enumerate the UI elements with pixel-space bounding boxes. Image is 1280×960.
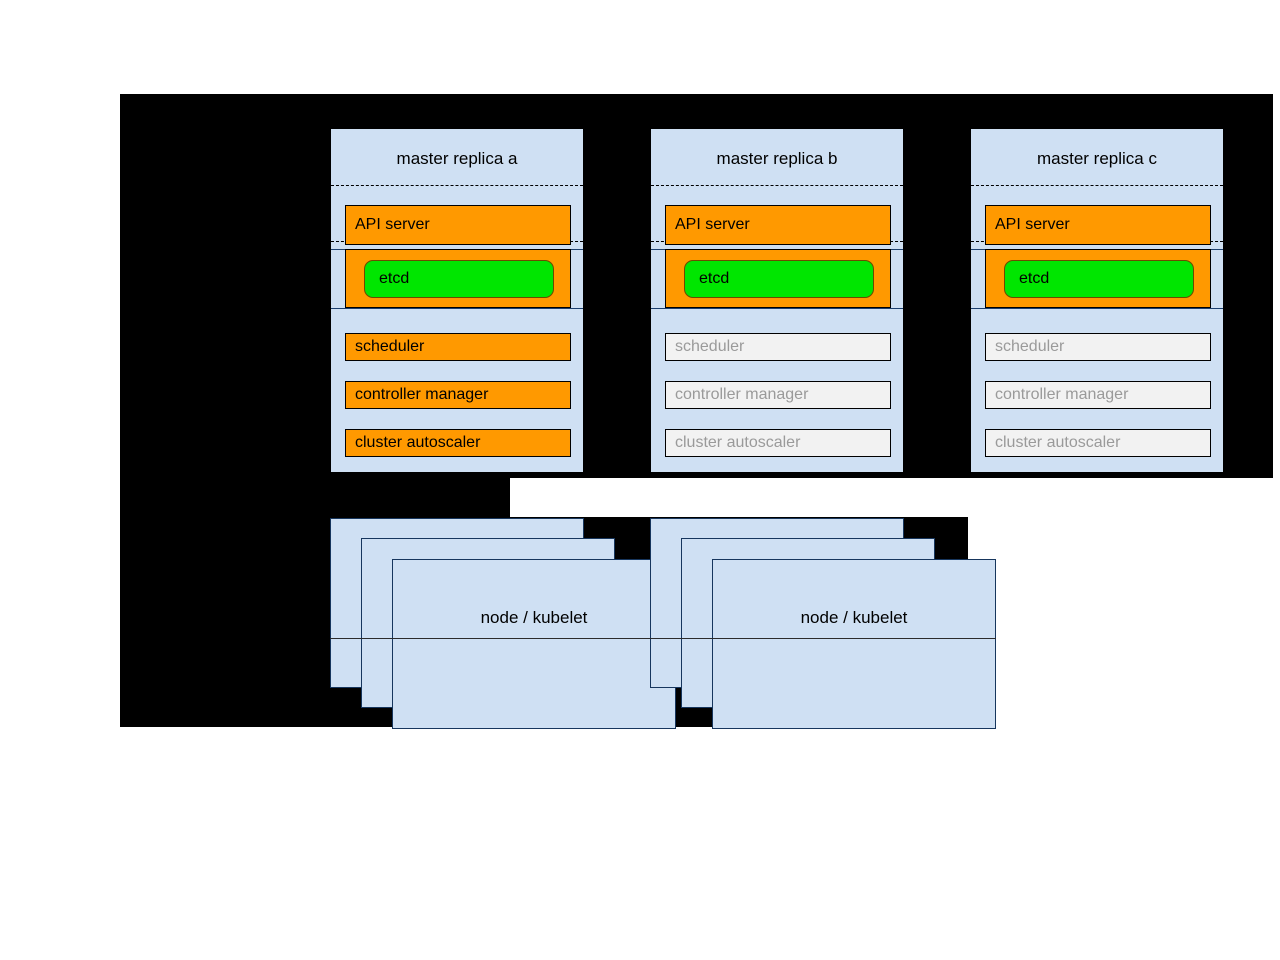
replica-c-divider-solid-bottom bbox=[971, 308, 1223, 309]
replica-b-controller-manager-label: controller manager bbox=[675, 386, 809, 403]
replica-a-cluster-autoscaler-label: cluster autoscaler bbox=[355, 434, 481, 451]
node-card-front[interactable]: node / kubelet bbox=[712, 559, 996, 729]
replica-c-controller-manager-box[interactable]: controller manager bbox=[985, 381, 1211, 409]
replica-a-etcd-label: etcd bbox=[379, 270, 410, 287]
replica-a-etcd-host-box[interactable]: etcd bbox=[345, 249, 571, 308]
node-card-front[interactable]: node / kubelet bbox=[392, 559, 676, 729]
replica-a-scheduler-box[interactable]: scheduler bbox=[345, 333, 571, 361]
replica-c-scheduler-label: scheduler bbox=[995, 338, 1065, 355]
replica-a-scheduler-label: scheduler bbox=[355, 338, 425, 355]
node-kubelet-label: node / kubelet bbox=[480, 608, 588, 627]
replica-c-scheduler-box[interactable]: scheduler bbox=[985, 333, 1211, 361]
replica-b-scheduler-label: scheduler bbox=[675, 338, 745, 355]
master-replica-b-panel[interactable]: master replica b API server etcd schedul… bbox=[650, 128, 904, 473]
replica-b-divider-dashed-top bbox=[651, 185, 903, 186]
replica-b-etcd-box[interactable]: etcd bbox=[684, 260, 874, 298]
replica-b-etcd-label: etcd bbox=[699, 270, 730, 287]
master-replica-c-title: master replica c bbox=[1037, 149, 1157, 168]
replica-a-etcd-box[interactable]: etcd bbox=[364, 260, 554, 298]
replica-c-etcd-host-box[interactable]: etcd bbox=[985, 249, 1211, 308]
replica-a-cluster-autoscaler-box[interactable]: cluster autoscaler bbox=[345, 429, 571, 457]
replica-c-etcd-label: etcd bbox=[1019, 270, 1050, 287]
replica-c-cluster-autoscaler-label: cluster autoscaler bbox=[995, 434, 1121, 451]
backdrop-middle-band bbox=[120, 478, 510, 517]
replica-b-api-server-label: API server bbox=[675, 216, 750, 233]
replica-c-api-server-box[interactable]: API server bbox=[985, 205, 1211, 245]
replica-b-cluster-autoscaler-box[interactable]: cluster autoscaler bbox=[665, 429, 891, 457]
master-replica-c-panel[interactable]: master replica c API server etcd schedul… bbox=[970, 128, 1224, 473]
replica-a-divider-solid-bottom bbox=[331, 308, 583, 309]
replica-c-cluster-autoscaler-box[interactable]: cluster autoscaler bbox=[985, 429, 1211, 457]
node-kubelet-label: node / kubelet bbox=[800, 608, 908, 627]
replica-a-divider-dashed-top bbox=[331, 185, 583, 186]
replica-c-controller-manager-label: controller manager bbox=[995, 386, 1129, 403]
replica-a-api-server-label: API server bbox=[355, 216, 430, 233]
replica-b-etcd-host-box[interactable]: etcd bbox=[665, 249, 891, 308]
master-replica-a-panel[interactable]: master replica a API server etcd schedul… bbox=[330, 128, 584, 473]
replica-c-api-server-label: API server bbox=[995, 216, 1070, 233]
replica-b-divider-solid-bottom bbox=[651, 308, 903, 309]
node-stack-2-divider bbox=[650, 638, 996, 639]
master-replica-a-title: master replica a bbox=[396, 149, 518, 168]
node-stack-1-divider bbox=[330, 638, 676, 639]
replica-c-etcd-box[interactable]: etcd bbox=[1004, 260, 1194, 298]
replica-b-cluster-autoscaler-label: cluster autoscaler bbox=[675, 434, 801, 451]
replica-b-api-server-box[interactable]: API server bbox=[665, 205, 891, 245]
replica-a-controller-manager-box[interactable]: controller manager bbox=[345, 381, 571, 409]
replica-a-controller-manager-label: controller manager bbox=[355, 386, 489, 403]
replica-b-scheduler-box[interactable]: scheduler bbox=[665, 333, 891, 361]
replica-a-api-server-box[interactable]: API server bbox=[345, 205, 571, 245]
replica-b-controller-manager-box[interactable]: controller manager bbox=[665, 381, 891, 409]
master-replica-b-title: master replica b bbox=[716, 149, 838, 168]
replica-c-divider-dashed-top bbox=[971, 185, 1223, 186]
